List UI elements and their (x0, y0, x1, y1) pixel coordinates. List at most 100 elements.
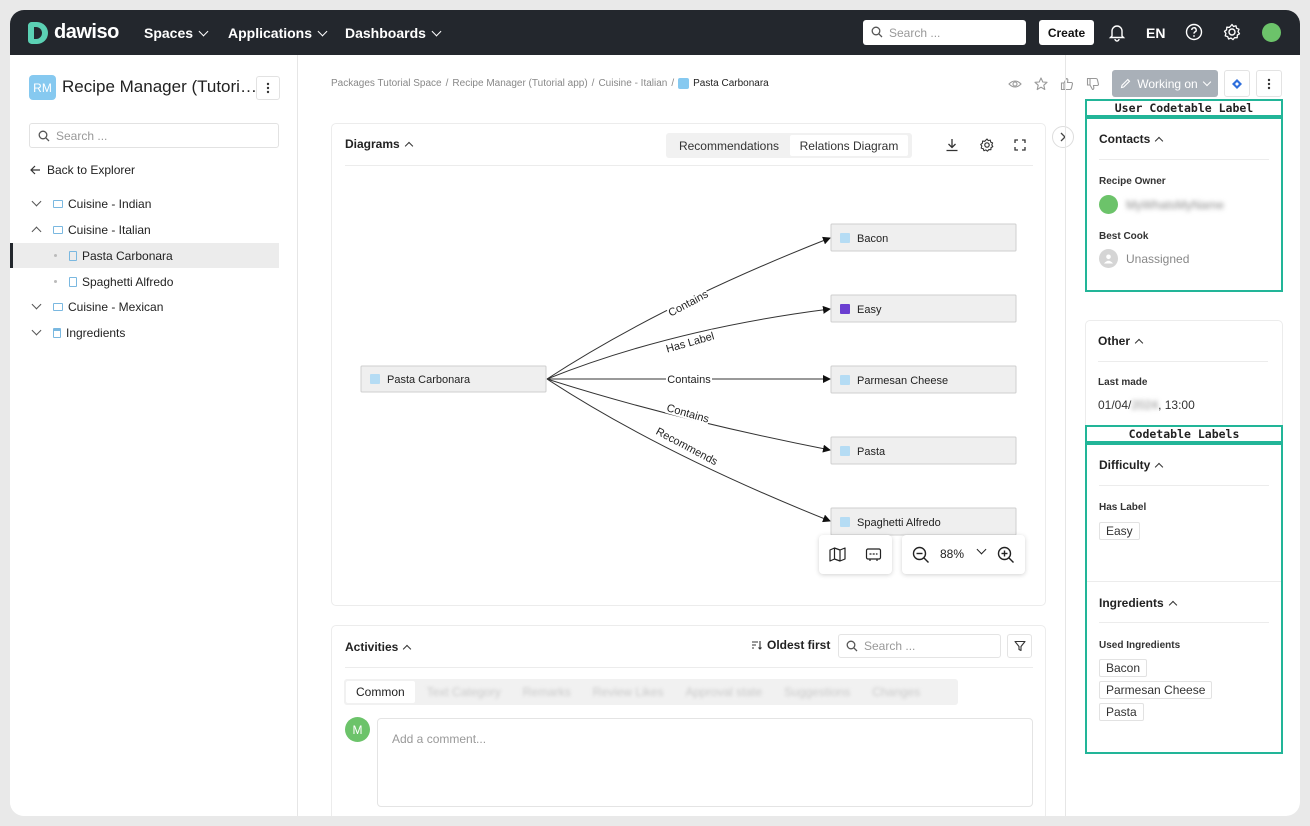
page-more-button[interactable] (1256, 70, 1282, 97)
diagrams-header[interactable]: Diagrams (345, 137, 413, 151)
activities-header[interactable]: Activities (345, 640, 412, 654)
diagram-node-pasta[interactable]: Pasta (830, 436, 1017, 465)
toggle-right-panel-button[interactable] (1052, 126, 1074, 148)
breadcrumb-separator: / (671, 78, 675, 89)
filter-button[interactable] (1007, 634, 1032, 658)
tree-item-label: Cuisine - Italian (68, 222, 151, 237)
back-to-explorer-link[interactable]: Back to Explorer (30, 163, 135, 177)
sort-order-button[interactable]: Oldest first (751, 638, 830, 652)
minimap-icon[interactable] (829, 547, 846, 562)
tree-item-pasta-carbonara[interactable]: Pasta Carbonara (10, 243, 279, 268)
tab-recommendations[interactable]: Recommendations (678, 138, 780, 153)
activities-search-input[interactable]: Search ... (838, 634, 1001, 658)
global-search-input[interactable]: Search ... (863, 20, 1026, 45)
tab-suggestions[interactable]: Suggestions (784, 685, 851, 699)
user-avatar[interactable] (1262, 23, 1281, 42)
ingredients-header[interactable]: Ingredients (1099, 596, 1177, 610)
nav-dashboards[interactable]: Dashboards (345, 25, 442, 41)
zoom-controls: 88% (902, 535, 1025, 574)
has-label-label: Has Label (1099, 502, 1147, 513)
activities-search-placeholder: Search ... (864, 639, 916, 653)
diagram-node-spaghetti-alfredo[interactable]: Spaghetti Alfredo (830, 507, 1017, 536)
tab-text-category[interactable]: Text Category (426, 685, 501, 699)
language-switcher[interactable]: EN (1146, 25, 1166, 41)
zoom-out-icon[interactable] (912, 546, 930, 564)
nav-dashboards-label: Dashboards (345, 25, 426, 41)
app-more-button[interactable] (256, 76, 280, 100)
fullscreen-icon[interactable] (1012, 137, 1028, 153)
last-made-time: , 13:00 (1158, 398, 1195, 412)
diagram-node-parmesan-cheese[interactable]: Parmesan Cheese (830, 365, 1017, 394)
tab-changes[interactable]: Changes (872, 685, 921, 699)
create-button[interactable]: Create (1039, 20, 1094, 45)
difficulty-header[interactable]: Difficulty (1099, 458, 1164, 472)
tab-relations-diagram[interactable]: Relations Diagram (790, 135, 908, 156)
jira-button[interactable] (1224, 70, 1250, 97)
gear-icon[interactable] (1222, 22, 1242, 42)
contacts-section: Contacts Recipe Owner MyWhatsMyName Best… (1085, 117, 1283, 292)
zoom-in-icon[interactable] (997, 546, 1015, 564)
working-on-label: Working on (1137, 76, 1198, 91)
kebab-menu-icon (266, 82, 270, 94)
breadcrumb-item[interactable]: Cuisine - Italian (598, 78, 668, 89)
zoom-level[interactable]: 88% (940, 547, 965, 561)
properties-panel: User Codetable Label Contacts Recipe Own… (1065, 55, 1300, 816)
other-header[interactable]: Other (1098, 334, 1144, 348)
breadcrumb-item[interactable]: Packages Tutorial Space (331, 78, 442, 89)
diagram-node-easy[interactable]: Easy (830, 294, 1017, 323)
comment-input[interactable]: Add a comment... (377, 718, 1033, 807)
nav-applications[interactable]: Applications (228, 25, 328, 41)
eye-icon[interactable] (1008, 77, 1022, 91)
chevron-down-icon[interactable] (976, 544, 987, 555)
chevron-up-icon (1155, 136, 1164, 145)
ingredient-chip[interactable]: Parmesan Cheese (1099, 681, 1213, 699)
thumbs-up-icon[interactable] (1060, 77, 1074, 91)
working-on-dropdown[interactable]: Working on (1112, 70, 1218, 97)
chevron-down-icon (198, 26, 209, 36)
edge-recommends-spaghetti (546, 378, 831, 523)
breadcrumb-item[interactable]: Recipe Manager (Tutorial app) (452, 78, 588, 89)
brand-name: dawiso (54, 21, 119, 43)
tree-item-cuisine-mexican[interactable]: Cuisine - Mexican (10, 294, 279, 319)
main-content: Packages Tutorial Space / Recipe Manager… (312, 55, 1282, 816)
best-cook-name: Unassigned (1126, 251, 1190, 266)
tab-approval-state[interactable]: Approval state (685, 685, 763, 699)
diagrams-title: Diagrams (345, 137, 400, 151)
ingredient-chip[interactable]: Bacon (1099, 659, 1148, 677)
best-cook-value[interactable]: Unassigned (1099, 249, 1189, 268)
tree-item-label: Ingredients (66, 325, 126, 340)
recipe-owner-name: MyWhatsMyName (1126, 197, 1225, 212)
tab-review-likes[interactable]: Review Likes (592, 685, 664, 699)
tree-item-cuisine-italian[interactable]: Cuisine - Italian (10, 217, 279, 242)
tree-item-spaghetti-alfredo[interactable]: Spaghetti Alfredo (10, 269, 279, 294)
nav-spaces[interactable]: Spaces (144, 25, 209, 41)
fit-to-screen-icon[interactable] (865, 547, 882, 562)
star-icon[interactable] (1034, 77, 1048, 91)
diagram-node-pasta-carbonara[interactable]: Pasta Carbonara (360, 365, 547, 393)
document-icon (69, 250, 77, 261)
chevron-up-icon (31, 226, 42, 236)
divider (1099, 622, 1269, 623)
tab-remarks[interactable]: Remarks (522, 685, 571, 699)
ingredient-chip[interactable]: Pasta (1099, 703, 1144, 721)
difficulty-chip[interactable]: Easy (1099, 522, 1140, 540)
help-icon[interactable] (1184, 22, 1204, 42)
recipe-owner-value[interactable]: MyWhatsMyName (1099, 195, 1224, 214)
bell-icon[interactable] (1107, 22, 1127, 42)
tree-item-ingredients[interactable]: Ingredients (10, 320, 279, 345)
contacts-header[interactable]: Contacts (1099, 132, 1164, 146)
tree-item-cuisine-indian[interactable]: Cuisine - Indian (10, 191, 279, 216)
tab-common[interactable]: Common (346, 681, 415, 703)
dawiso-logo-icon (28, 21, 48, 44)
breadcrumb-current: Pasta Carbonara (693, 78, 769, 89)
diagram-settings-icon[interactable] (979, 137, 995, 153)
download-icon[interactable] (944, 137, 960, 153)
thumbs-down-icon[interactable] (1086, 77, 1100, 91)
dawiso-logo[interactable]: dawiso (28, 21, 119, 44)
last-made-year: 2024 (1131, 398, 1159, 412)
divider (345, 165, 1033, 166)
sidebar-search-input[interactable]: Search ... (29, 123, 279, 148)
diagram-node-bacon[interactable]: Bacon (830, 223, 1017, 252)
relations-diagram-canvas[interactable]: Contains Has Label Contains Contains Rec… (332, 124, 1047, 607)
tree-bullet (54, 254, 57, 257)
